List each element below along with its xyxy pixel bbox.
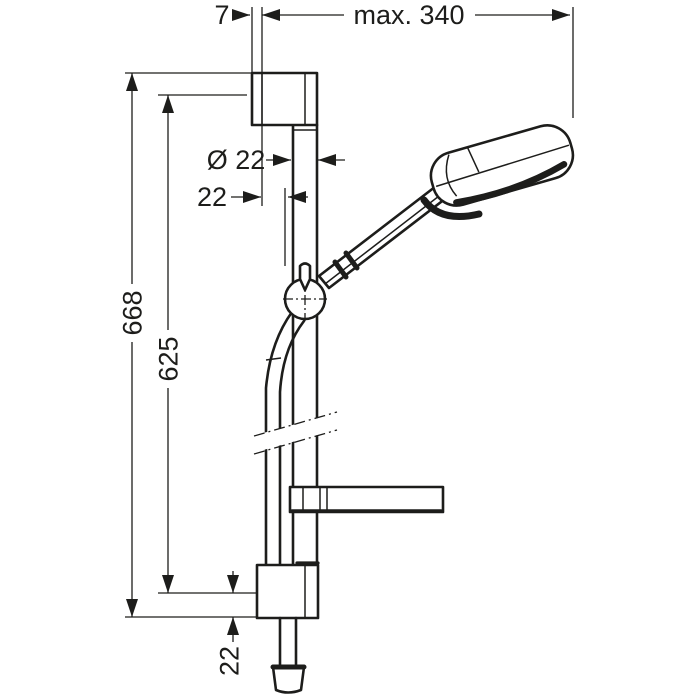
handle-nut-band-1 — [332, 259, 349, 280]
slider-clamp-lever — [298, 262, 312, 292]
break-mark-lower — [253, 429, 338, 455]
break-mark-upper — [253, 411, 338, 437]
product-view — [250, 71, 575, 694]
bottom-wall-bracket — [255, 563, 320, 620]
shower-head-left-face-line — [445, 154, 458, 197]
arrow-clearance-left — [243, 191, 261, 203]
hose-right-edge — [278, 319, 306, 568]
hose-conical-fitting — [271, 665, 306, 694]
dim-label-overall-height: 668 — [118, 290, 148, 335]
dim-label-mounting-distance: 625 — [154, 336, 184, 381]
break-gap — [256, 413, 336, 452]
dim-label-bottom-offset: 22 — [215, 646, 245, 676]
shower-head-face-edge — [435, 144, 570, 188]
arrow-max-width-left — [262, 9, 280, 21]
dimension-annotations: 7 max. 340 Ø 22 22 668 625 — [118, 0, 574, 676]
arrow-diameter-right — [318, 154, 336, 166]
arrow-mount-distance-bottom — [162, 575, 174, 593]
hose-joint-tick — [265, 357, 282, 361]
dim-label-wall-clearance: 22 — [197, 182, 227, 212]
arrow-bottom-offset-top — [227, 575, 239, 593]
arrow-clearance-right — [288, 191, 306, 203]
arrow-top-offset — [232, 9, 250, 21]
shower-head — [429, 124, 575, 207]
handle-nut-band-2 — [343, 250, 360, 271]
top-wall-bracket — [250, 71, 319, 127]
dim-label-rail-diameter: Ø 22 — [207, 145, 266, 175]
shower-head-top-tick — [467, 147, 480, 173]
shower-head-spray-rim — [453, 161, 568, 206]
arrow-total-height-top — [126, 73, 138, 91]
shower-head-under-shadow — [420, 196, 483, 220]
dim-label-max-width: max. 340 — [353, 0, 464, 30]
hose-left-edge — [264, 310, 294, 568]
dim-label-top-offset: 7 — [214, 0, 229, 30]
arrow-bottom-offset-bottom — [227, 617, 239, 635]
soap-dish — [288, 485, 445, 514]
arrow-max-width-right — [552, 9, 570, 21]
arrow-mount-distance-top — [162, 95, 174, 113]
arrow-total-height-bottom — [126, 599, 138, 617]
arrow-diameter-left — [273, 154, 291, 166]
